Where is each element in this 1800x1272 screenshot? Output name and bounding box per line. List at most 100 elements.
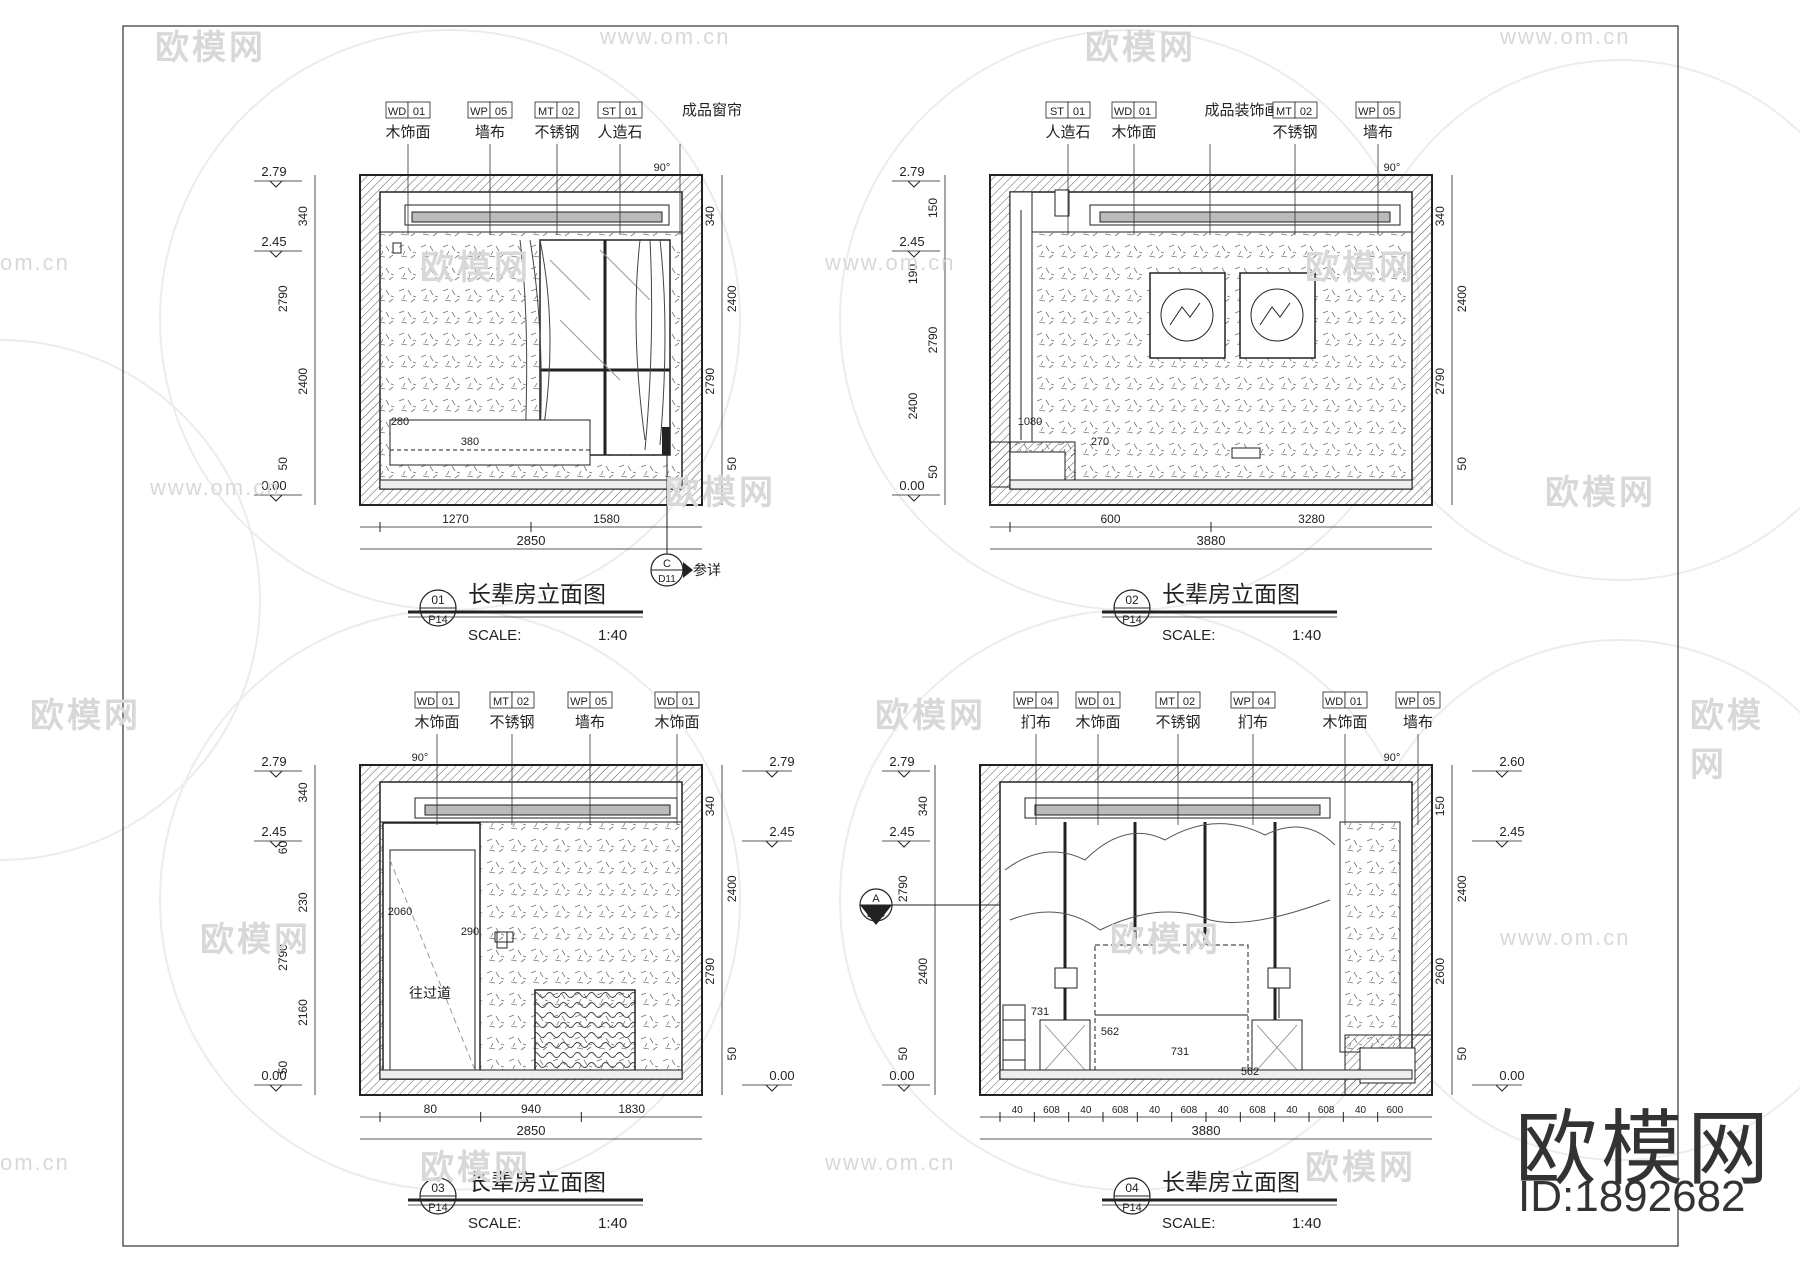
inner-dim: 1080 [1018,416,1042,428]
dim-value: 2400 [296,368,310,395]
view-number: 03 [431,1181,445,1195]
dim-value: 150 [1433,796,1447,816]
tag-material-name: 扪布 [1238,714,1268,731]
tag-number: 01 [1350,696,1362,708]
inner-dim: 731 [1171,1046,1189,1058]
watermark-url: www.om.cn [150,475,281,500]
dim-value: 340 [296,206,310,226]
brand-id: ID:1892682 [1518,1172,1746,1221]
level-value: 0.00 [769,1068,794,1083]
dim-value: 608 [1180,1105,1197,1116]
dim-value: 2400 [916,958,930,985]
dim-value: 60 [276,841,290,855]
dim-value: 2600 [1433,958,1447,985]
dim-value: 2790 [276,944,290,971]
dim-value: 40 [1218,1105,1230,1116]
tag-material-name: 成品装饰画 [1204,102,1279,119]
watermark-logo: 欧模网 [1085,29,1196,67]
dim-value: 2400 [906,392,920,419]
tag-num-box [1417,691,1441,709]
scale-label: SCALE: [468,627,521,644]
level-value: 0.00 [889,1068,914,1083]
inner-dim: 290 [461,926,479,938]
level-value: 0.00 [261,478,286,493]
tag-material-name: 人造石 [1045,124,1090,141]
dim-value: 80 [424,1102,438,1116]
watermark-url: www.om.cn [1500,24,1631,49]
level-value: 2.45 [261,234,286,249]
tag-material-name: 木饰面 [1322,714,1367,731]
tag-number: 04 [1258,696,1270,708]
inner-dim: 562 [1241,1066,1259,1078]
dim-value: 340 [296,782,310,802]
tag-num-box [1177,691,1201,709]
level-marker [269,840,283,848]
dim-value: 2790 [703,368,717,395]
tag-number: 01 [1103,696,1115,708]
level-marker [1495,770,1509,778]
tag-num-box [436,691,460,709]
level-value: 2.79 [261,754,286,769]
view-number: 01 [431,593,445,607]
tag-code: WD [1114,106,1132,118]
watermark-logo: 欧模网 [30,697,141,735]
level-marker [269,770,283,778]
callout-note: 参详 [693,562,721,578]
dim-value: 40 [1149,1105,1161,1116]
dim-value: 340 [1433,206,1447,226]
tag-material-name: 墙布 [475,124,505,141]
sheet-border [122,25,1679,1247]
tag-num-box [676,691,700,709]
dim-value: 1580 [593,512,620,526]
elevation-02 [989,174,1433,506]
level-value: 2.45 [1499,824,1524,839]
dim-value: 608 [1318,1105,1335,1116]
watermark-logo: 欧模网 [155,29,266,67]
inner-dim: 380 [461,436,479,448]
inner-dim: 562 [1101,1026,1119,1038]
dim-value: 40 [1012,1105,1024,1116]
scale-label: SCALE: [1162,627,1215,644]
dim-value: 50 [725,1047,739,1061]
dim-value: 40 [1355,1105,1367,1116]
dim-total: 2850 [517,1123,546,1138]
tag-code: WP [1358,106,1376,118]
tag-material-name: 木饰面 [385,124,430,141]
level-value: 2.45 [889,824,914,839]
tag-code: WP [1398,696,1416,708]
door-note: 往过道 [409,985,451,1001]
tag-material-name: 不锈钢 [1155,714,1200,731]
tag-material-name: 木饰面 [1075,714,1120,731]
tag-number: 01 [413,106,425,118]
angle-label: 90° [1384,752,1401,764]
level-value: 2.79 [889,754,914,769]
level-marker [907,180,921,188]
tag-number: 01 [1139,106,1151,118]
watermark-url-fragment: om.cn [0,250,70,275]
tag-code: MT [493,696,509,708]
tag-material-name: 不锈钢 [1272,124,1317,141]
level-value: 2.45 [769,824,794,839]
level-marker [907,250,921,258]
dim-total: 3880 [1197,533,1226,548]
watermark-logo: 欧模网 [420,1149,531,1187]
inner-dim: 270 [1091,436,1109,448]
dim-value: 2400 [1455,285,1469,312]
callout-arrow [860,905,892,925]
sheet-number: P14 [1122,1202,1142,1214]
tag-code: WP [1233,696,1251,708]
level-marker [897,1084,911,1092]
sheet-number: P14 [428,1202,448,1214]
level-value: 2.79 [261,164,286,179]
dim-value: 50 [926,465,940,479]
scale-label: SCALE: [1162,1215,1215,1232]
tag-material-name: 不锈钢 [489,714,534,731]
level-value: 0.00 [1499,1068,1524,1083]
dim-value: 3280 [1298,512,1325,526]
tag-code: WP [570,696,588,708]
dim-value: 2790 [896,875,910,902]
callout-letter: C [663,558,671,570]
tag-code: WP [470,106,488,118]
tag-num-box [619,101,643,119]
dim-value: 600 [1100,512,1120,526]
